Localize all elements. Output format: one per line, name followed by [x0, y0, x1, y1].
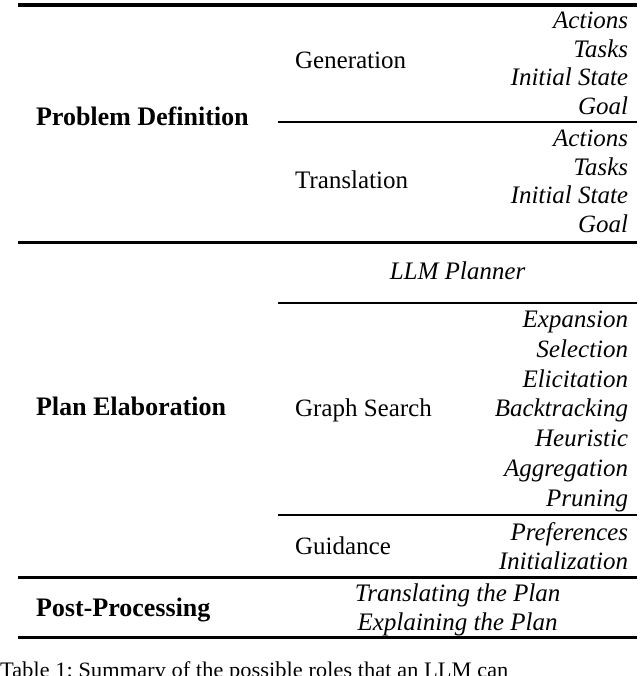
role-list-post-processing: Translating the Plan Explaining the Plan	[278, 580, 637, 637]
role-list-graph-search: Expansion Selection Elicitation Backtrac…	[495, 305, 628, 514]
midrule-plan-post	[18, 576, 637, 579]
role-item: Tasks	[573, 153, 628, 181]
section-header-plan-elaboration: Plan Elaboration	[36, 392, 226, 421]
row-label-translation: Translation	[295, 167, 408, 194]
role-item: Heuristic	[534, 425, 628, 453]
role-item: Actions	[553, 7, 628, 34]
section-header-post-processing: Post-Processing	[36, 593, 211, 622]
role-item: Explaining the Plan	[357, 608, 558, 636]
role-list-guidance: Preferences Initialization	[499, 518, 628, 576]
role-list-generation: Actions Tasks Initial State Goal	[511, 7, 628, 121]
table-bottom-rule	[18, 636, 637, 639]
role-item: Aggregation	[503, 454, 628, 482]
role-item: Initialization	[498, 548, 628, 575]
role-list-translation: Actions Tasks Initial State Goal	[511, 125, 628, 239]
role-item: Initial State	[510, 182, 628, 209]
role-item: Pruning	[546, 484, 628, 512]
cmidrule-generation	[278, 121, 637, 123]
role-item: Tasks	[573, 35, 628, 63]
row-label-generation: Generation	[295, 47, 407, 74]
table-caption: Table 1: Summary of the possible roles t…	[0, 657, 509, 676]
row-label-guidance: Guidance	[295, 533, 391, 560]
role-item: Goal	[578, 210, 628, 238]
row-llm-planner: LLM Planner	[389, 258, 526, 285]
role-item: Expansion	[522, 306, 628, 333]
role-item: Selection	[536, 335, 628, 363]
midrule-problem-plan	[18, 241, 637, 244]
role-item: Elicitation	[522, 365, 628, 393]
table-top-rule	[18, 3, 637, 7]
role-item: Backtracking	[494, 395, 628, 423]
cmidrule-graph-search	[278, 514, 637, 516]
section-header-problem-definition: Problem Definition	[36, 102, 249, 131]
cmidrule-llm-planner	[278, 302, 637, 304]
role-item: Actions	[553, 125, 628, 152]
role-item: Goal	[578, 92, 628, 120]
role-item: Translating the Plan	[354, 580, 561, 607]
role-item: Initial State	[510, 64, 628, 91]
row-label-graph-search: Graph Search	[295, 395, 432, 422]
role-item: Preferences	[510, 519, 628, 546]
